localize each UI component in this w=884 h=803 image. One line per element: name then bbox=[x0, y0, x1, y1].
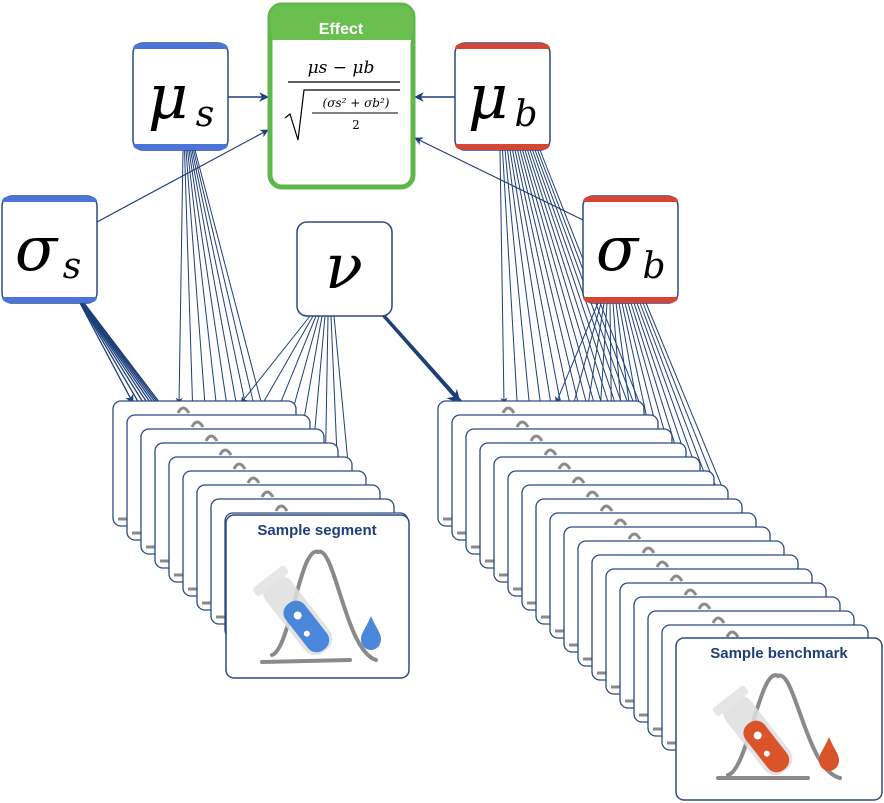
card-peak bbox=[529, 434, 544, 442]
effect-denominator-two: 2 bbox=[352, 118, 360, 132]
dependency-edge bbox=[184, 149, 194, 419]
sigma-s-node: σ s bbox=[1, 195, 98, 304]
card-peak bbox=[599, 504, 614, 512]
card-peak bbox=[515, 420, 530, 428]
effect-denominator-inner: (σs² + σb²) bbox=[323, 96, 390, 110]
card-peak bbox=[204, 434, 219, 442]
card-peak bbox=[571, 476, 586, 484]
dependency-edge bbox=[569, 302, 602, 418]
sigma-b-node: σ b bbox=[582, 195, 679, 304]
mu-s-node: μ s bbox=[132, 42, 229, 151]
dependency-edge bbox=[79, 302, 148, 418]
dependency-edge bbox=[555, 302, 599, 404]
effect-title: Effect bbox=[319, 21, 364, 38]
sample-benchmark-label: Sample benchmark bbox=[710, 645, 848, 662]
dependency-edge bbox=[507, 149, 547, 447]
test-tube-icon bbox=[252, 549, 381, 664]
card-peak bbox=[274, 504, 289, 512]
sigma-s-symbol: σ bbox=[15, 212, 59, 285]
mu-b-node: μ b bbox=[454, 42, 551, 151]
card-peak bbox=[613, 518, 628, 526]
drop-icon bbox=[819, 737, 839, 771]
card-peak bbox=[641, 546, 656, 554]
mu-b-subscript: b bbox=[514, 94, 537, 135]
dependency-edge bbox=[79, 302, 134, 404]
nu-node: ν bbox=[296, 221, 393, 317]
dependency-edge bbox=[187, 149, 222, 447]
card-peak bbox=[697, 602, 712, 610]
card-peak bbox=[218, 448, 233, 456]
test-tube-icon bbox=[712, 673, 842, 780]
card-peak bbox=[725, 630, 740, 638]
card-peak bbox=[669, 574, 684, 582]
sigma-b-symbol: σ bbox=[596, 212, 640, 285]
card-peak bbox=[232, 462, 247, 470]
nu-symbol: ν bbox=[325, 230, 363, 303]
effect-numerator: μs − μb bbox=[308, 58, 375, 78]
sigma-b-subscript: b bbox=[642, 246, 665, 287]
sample-benchmark-card: Sample benchmark bbox=[675, 637, 883, 801]
card-peak bbox=[190, 420, 205, 428]
card-peak bbox=[501, 406, 516, 414]
card-peak bbox=[176, 406, 191, 414]
card-peak bbox=[557, 462, 572, 470]
card-peak bbox=[246, 476, 261, 484]
dependency-edge bbox=[240, 315, 311, 404]
dependency-edge bbox=[499, 149, 508, 405]
effect-node: Effect μs − μb (σs² + σb²) 2 bbox=[267, 2, 416, 190]
sigma-s-subscript: s bbox=[63, 246, 81, 287]
card-peak bbox=[655, 560, 670, 568]
sample-segment-label: Sample segment bbox=[257, 522, 376, 539]
drop-icon bbox=[361, 616, 381, 650]
dependency-edge bbox=[175, 149, 184, 405]
card-peak bbox=[543, 448, 558, 456]
dependency-edge bbox=[254, 315, 314, 418]
dependency-edge bbox=[504, 149, 533, 433]
mu-s-symbol: μ bbox=[148, 60, 188, 133]
sample-benchmark-stack bbox=[437, 400, 869, 751]
card-peak bbox=[627, 532, 642, 540]
card-peak bbox=[260, 490, 275, 498]
dependency-edge bbox=[502, 149, 519, 419]
dependency-edge bbox=[414, 137, 584, 221]
dependency-edge bbox=[185, 149, 208, 433]
mu-s-subscript: s bbox=[196, 94, 214, 135]
mu-b-symbol: μ bbox=[468, 60, 508, 133]
card-peak bbox=[585, 490, 600, 498]
sample-segment-card: Sample segment bbox=[225, 514, 410, 679]
card-peak bbox=[711, 616, 726, 624]
card-peak bbox=[683, 588, 698, 596]
